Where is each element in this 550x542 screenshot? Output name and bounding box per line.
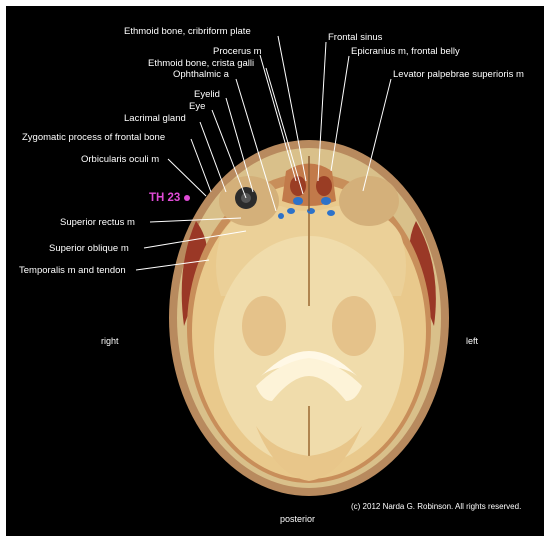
slice-id-label: TH 23 (149, 192, 190, 204)
ethmoid-blue-2 (321, 197, 331, 205)
label-eyelid: Eyelid (194, 89, 220, 100)
orbit-left (339, 176, 399, 226)
label-epicranius: Epicranius m, frontal belly (351, 46, 460, 57)
orientation-left: left (466, 336, 479, 346)
ethmoid-blue-6 (278, 213, 284, 219)
anatomy-figure: Ethmoid bone, cribriform plate Frontal s… (6, 6, 544, 536)
basal-ganglia-left (332, 296, 376, 356)
orientation-right: right (101, 336, 119, 346)
ethmoid-blue-5 (327, 210, 335, 216)
leader-lines (135, 35, 392, 271)
label-superior-oblique: Superior oblique m (49, 243, 129, 254)
slice-marker-dot (183, 194, 190, 201)
label-ophthalmic-a: Ophthalmic a (173, 69, 229, 80)
ethmoid-blue-3 (287, 208, 295, 214)
ethmoid-blue-4 (307, 208, 315, 214)
label-orbicularis-oculi: Orbicularis oculi m (81, 154, 160, 165)
orientation-posterior: posterior (280, 514, 316, 524)
label-temporalis: Temporalis m and tendon (19, 265, 126, 276)
label-ethmoid-cribriform: Ethmoid bone, cribriform plate (124, 26, 251, 37)
label-frontal-sinus: Frontal sinus (328, 32, 383, 43)
sinus-cavity-left (316, 176, 332, 196)
label-ethmoid-crista: Ethmoid bone, crista galli (148, 58, 255, 69)
slice-id-text: TH 23 (149, 192, 181, 204)
label-lacrimal-gland: Lacrimal gland (124, 113, 186, 124)
temporalis-right (181, 221, 208, 326)
label-eye: Eye (189, 101, 206, 112)
label-superior-rectus: Superior rectus m (60, 217, 135, 228)
ethmoid-blue-1 (293, 197, 303, 205)
occipital-region (256, 426, 362, 481)
basal-ganglia-right (242, 296, 286, 356)
label-zygomatic-process: Zygomatic process of frontal bone (22, 132, 166, 143)
brain-cross-section-image (135, 35, 449, 496)
lateral-ventricle-curve (256, 358, 362, 401)
label-levator-palpebrae: Levator palpebrae superioris m (393, 69, 524, 80)
label-procerus: Procerus m (213, 46, 262, 57)
sinus-cavity-right (290, 176, 306, 196)
copyright-notice: (c) 2012 Narda G. Robinson. All rights r… (351, 502, 522, 511)
